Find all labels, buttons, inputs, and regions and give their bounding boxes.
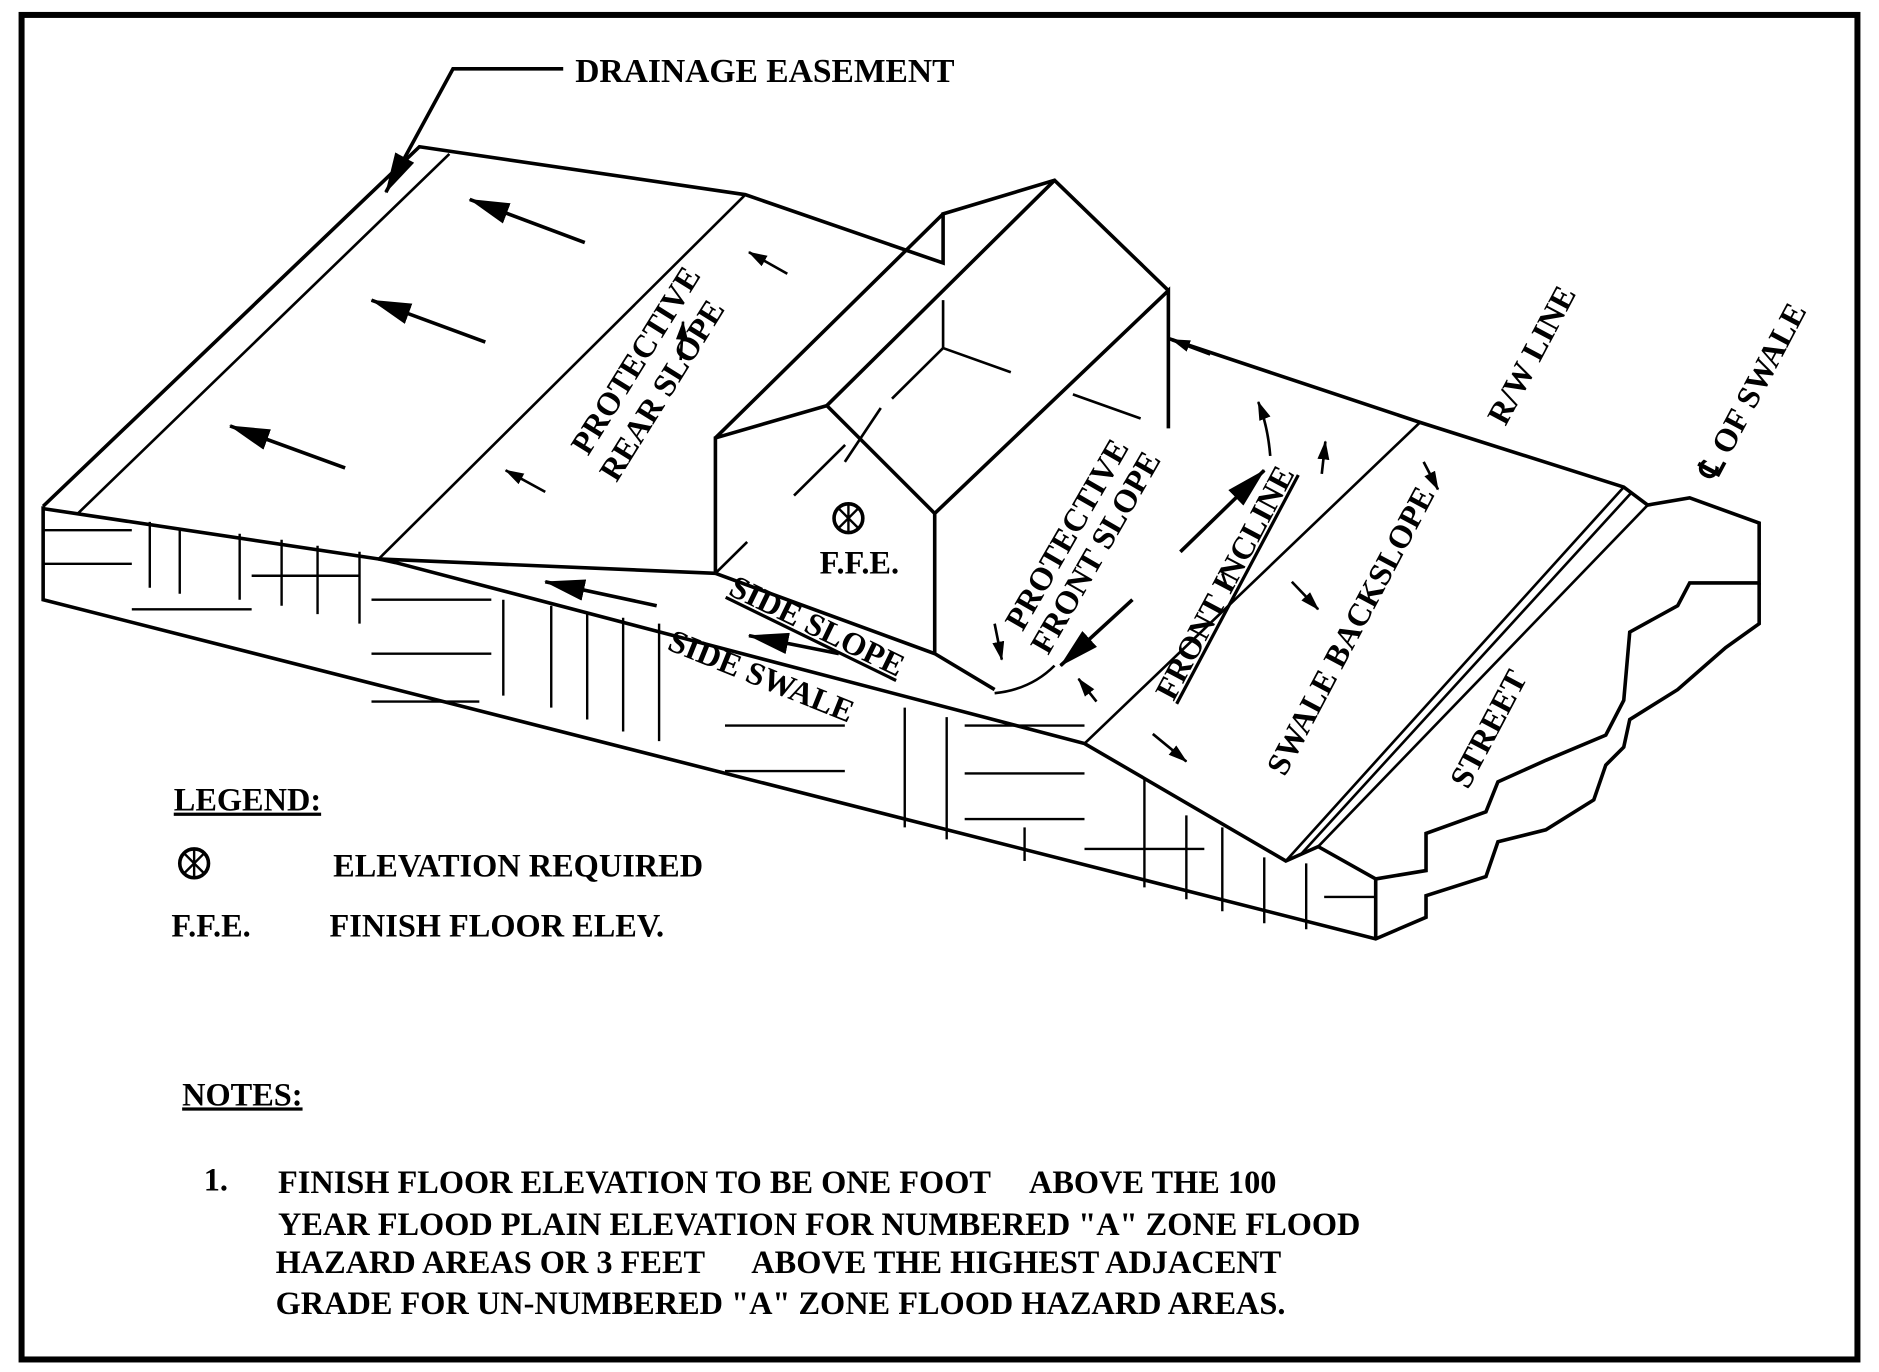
- drainage-easement-label: DRAINAGE EASEMENT: [575, 53, 954, 90]
- rw-line-label: R/W LINE: [1480, 280, 1583, 430]
- arrow-icon: [468, 197, 586, 245]
- note-line: YEAR FLOOD PLAIN ELEVATION FOR NUMBERED …: [278, 1206, 1360, 1242]
- ffe-house-label: F.F.E.: [820, 544, 899, 580]
- lot-block: [41, 144, 1761, 941]
- circle-x-icon: [177, 847, 211, 880]
- arrow-icon: [1077, 677, 1098, 703]
- note-line: GRADE FOR UN-NUMBERED "A" ZONE FLOOD HAZ…: [276, 1285, 1286, 1321]
- swale-backslope-label: SWALE BACKSLOPE: [1259, 480, 1441, 780]
- front-incline-label: FRONT INCLINE: [1148, 460, 1301, 706]
- legend-title: LEGEND:: [174, 782, 321, 818]
- elevation-required-symbol: [832, 502, 865, 535]
- note-number: 1.: [204, 1162, 228, 1198]
- arrow-icon: [1059, 598, 1134, 667]
- arrow-icon: [1290, 580, 1320, 611]
- arrow-icon: [504, 469, 546, 494]
- arrow-icon: [370, 298, 486, 344]
- note-line: FINISH FLOOR ELEVATION TO BE ONE FOOT AB…: [278, 1164, 1276, 1200]
- legend: LEGEND: ELEVATION REQUIRED F.F.E. FINISH…: [171, 782, 703, 944]
- arrow-icon: [1317, 440, 1330, 475]
- notes-title: NOTES:: [182, 1076, 302, 1112]
- arrow-icon: [1170, 337, 1211, 356]
- arrow-icon: [1257, 400, 1272, 457]
- arrow-icon: [747, 251, 788, 275]
- drainage-easement-leader: [384, 67, 564, 194]
- arrow-icon: [1151, 732, 1188, 763]
- legend-item-text: ELEVATION REQUIRED: [333, 848, 703, 884]
- arrow-icon: [747, 632, 840, 656]
- drawing-frame: [18, 11, 1861, 1363]
- arrow-icon: [675, 320, 688, 361]
- house: [713, 179, 1171, 654]
- arrow-icon: [1422, 461, 1440, 491]
- arrow-icon: [1179, 469, 1266, 554]
- note-line: HAZARD AREAS OR 3 FEET ABOVE THE HIGHEST…: [276, 1244, 1282, 1280]
- legend-item-key: F.F.E.: [171, 907, 250, 943]
- arrow-icon: [228, 424, 346, 470]
- cl-of-swale-label: ℄ OF SWALE: [1690, 297, 1814, 487]
- arrow-icon: [544, 579, 658, 608]
- swale-curve: [994, 664, 1056, 695]
- arrow-icon: [992, 623, 1005, 661]
- drainage-arrows: [228, 197, 1440, 763]
- legend-item-text: FINISH FLOOR ELEV.: [330, 907, 665, 943]
- arrow-icon: [1221, 572, 1228, 585]
- notes: NOTES: 1. FINISH FLOOR ELEVATION TO BE O…: [182, 1076, 1360, 1321]
- soil-hatching: [43, 521, 1376, 930]
